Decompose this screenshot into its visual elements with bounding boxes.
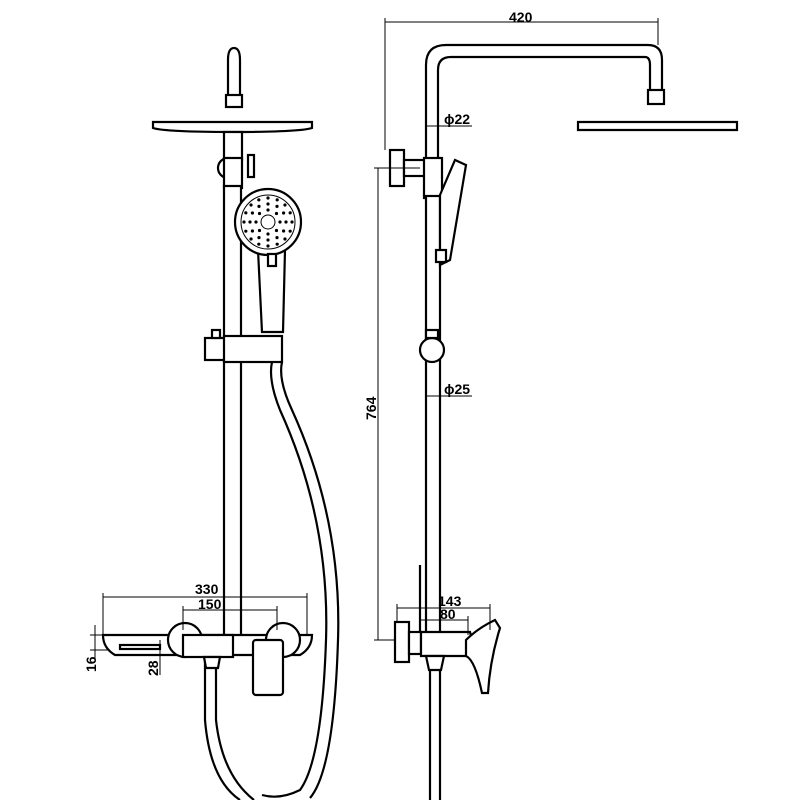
nozzle-dot <box>281 229 286 233</box>
nozzle-dot <box>275 198 279 202</box>
nozzle-dot <box>290 220 294 224</box>
handshower-center <box>260 214 276 230</box>
dim-outlet-height: 28 <box>145 660 161 676</box>
nozzle-dot <box>244 211 248 215</box>
valve-center-block <box>181 633 235 659</box>
nozzle-dot <box>266 196 270 200</box>
dim-wall-gap: 16 <box>83 656 99 672</box>
side-slider-knob <box>418 336 446 364</box>
dim-valve-centers: 150 <box>198 596 222 612</box>
dim-top-width: 420 <box>509 9 533 25</box>
nozzle-dot <box>266 244 270 248</box>
nozzle-dot <box>254 220 258 224</box>
side-shower-arm-outer <box>424 43 664 160</box>
front-arm-nut <box>224 93 244 109</box>
side-hose <box>428 670 442 800</box>
front-sliding-rail <box>222 184 243 648</box>
nozzle-dot <box>274 228 279 233</box>
front-view: 330 150 16 28 <box>83 46 340 800</box>
nozzle-dot <box>278 220 282 224</box>
nozzle-dot <box>283 203 287 207</box>
slider-holder <box>222 334 284 364</box>
front-rail-bracket <box>222 156 244 190</box>
nozzle-dot <box>250 211 255 215</box>
nozzle-dot <box>244 229 248 233</box>
nozzle-dot <box>266 202 270 206</box>
mixer-lever-front <box>251 638 285 697</box>
nozzle-dot <box>249 203 253 207</box>
nozzle-dot <box>242 220 246 224</box>
hose-outer <box>261 361 328 798</box>
side-shower-arm-inner <box>436 55 652 160</box>
hose-outer-2 <box>280 361 340 799</box>
side-arm-nut <box>646 88 666 106</box>
nozzle-dot <box>283 237 287 241</box>
nozzle-dot <box>274 211 279 216</box>
side-wall-plate-valve <box>393 620 411 664</box>
side-valve-body <box>419 630 473 658</box>
nozzle-dot <box>257 204 261 209</box>
nozzle-dot <box>281 211 286 215</box>
side-hose-outlet <box>424 654 446 672</box>
nozzle-dot <box>266 232 270 236</box>
side-view: 420 ϕ22 ϕ25 764 143 80 <box>363 9 739 800</box>
nozzle-dot <box>257 198 261 202</box>
valve-tray <box>118 643 162 651</box>
nozzle-dot <box>248 220 252 224</box>
side-rail-connector <box>422 156 444 200</box>
nozzle-dot <box>257 228 262 233</box>
hose-inner <box>203 660 241 800</box>
nozzle-dot <box>266 238 270 242</box>
handshower-button <box>266 252 278 268</box>
nozzle-dot <box>250 229 255 233</box>
nozzle-dot <box>284 220 288 224</box>
front-diverter-knob <box>246 153 256 179</box>
side-mixer-lever <box>464 618 502 695</box>
dim-valve-offset: 80 <box>440 606 456 622</box>
hose-outlet <box>202 655 222 670</box>
nozzle-dot <box>275 235 279 240</box>
nozzle-dot <box>249 237 253 241</box>
nozzle-dot <box>288 211 292 215</box>
nozzle-dot <box>257 235 261 240</box>
nozzle-dot <box>257 211 262 216</box>
front-shower-arm <box>226 46 242 105</box>
side-rain-head <box>576 120 739 132</box>
nozzle-dot <box>266 208 270 212</box>
nozzle-dot <box>275 242 279 246</box>
front-rain-head <box>151 120 314 134</box>
dim-valve-width: 330 <box>195 581 219 597</box>
nozzle-dot <box>288 229 292 233</box>
nozzle-dot <box>257 242 261 246</box>
dim-arm-diameter: ϕ22 <box>444 111 470 127</box>
dim-height: 764 <box>363 396 379 420</box>
handshower-nozzles <box>242 196 294 248</box>
front-rail-top-connector <box>222 130 244 162</box>
nozzle-dot <box>275 204 279 209</box>
slider-left <box>203 336 227 362</box>
dim-rail-diameter: ϕ25 <box>444 381 470 397</box>
dim-valve-depth: 143 <box>438 593 462 609</box>
